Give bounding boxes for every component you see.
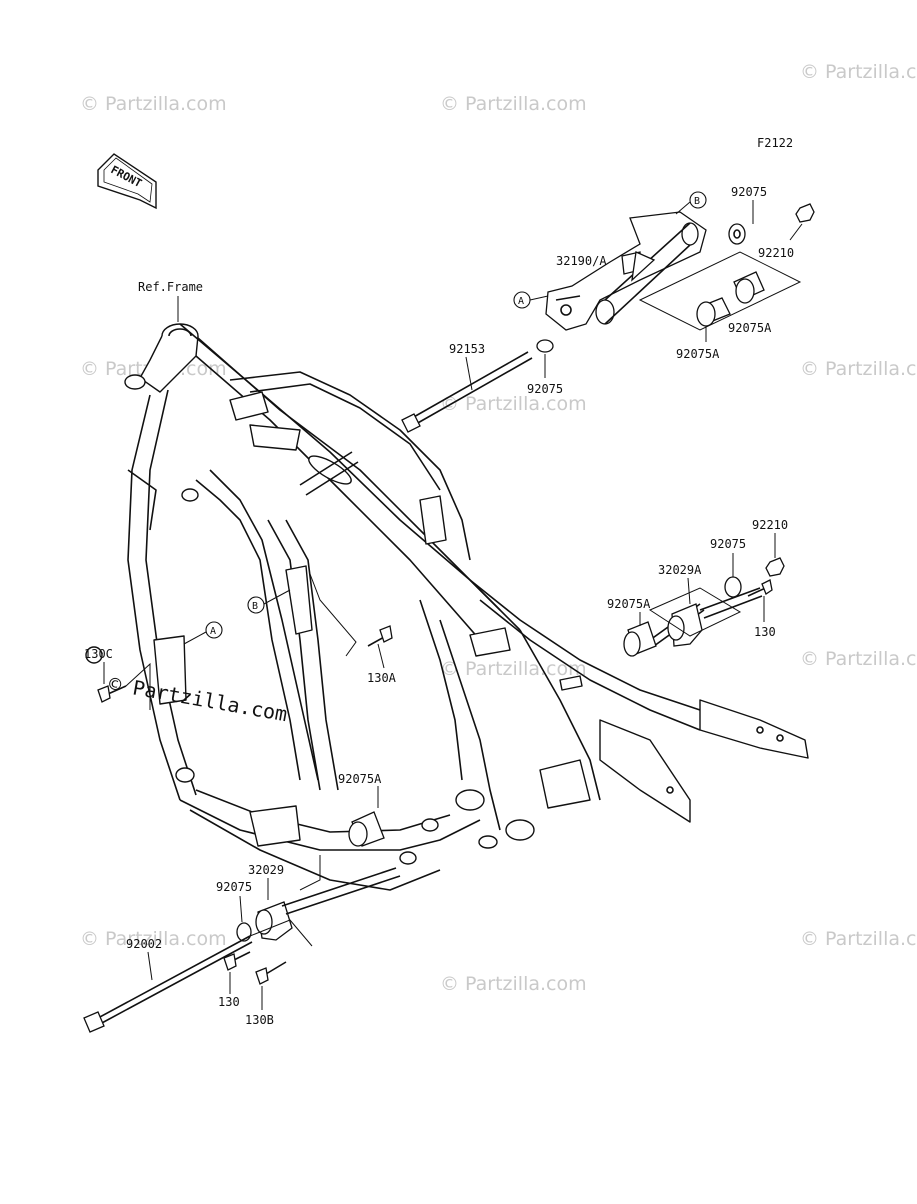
watermark-text: © Partzilla.com (440, 393, 587, 415)
part-label-32029: 32029 (248, 863, 284, 877)
leader (147, 951, 153, 981)
washer-92075-top (728, 223, 746, 245)
watermark-text: © Partzilla.com (80, 93, 227, 115)
leader (239, 895, 243, 923)
watermark-text: © Partzilla.com (800, 61, 917, 83)
part-label-92075-mid: 92075 (527, 382, 563, 396)
leader (125, 662, 151, 710)
rubber-bushing-92075a-top-right (733, 271, 765, 304)
watermark-text: © Partzilla.com (440, 658, 587, 680)
washer-92075-bottom (236, 922, 252, 942)
nut-92210-top (795, 203, 815, 223)
watermarks: © Partzilla.com © Partzilla.com © Partzi… (80, 61, 917, 995)
watermark-text: © Partzilla.com (800, 648, 917, 670)
leader (687, 577, 691, 605)
part-label-32029a: 32029A (658, 563, 702, 577)
leader (465, 356, 473, 391)
leader (309, 573, 357, 657)
bolt-130c (97, 685, 127, 703)
part-label-92075-right: 92075 (710, 537, 746, 551)
mount-guide-box (648, 587, 742, 637)
mount-guide-box (638, 251, 802, 331)
mount-32029 (255, 867, 401, 941)
nut-92210-right (765, 557, 785, 577)
upper-engine-bracket (545, 211, 707, 331)
part-label-92002: 92002 (126, 937, 162, 951)
part-label-92075-bottom: 92075 (216, 880, 252, 894)
svg-text:B: B (252, 601, 258, 612)
rubber-bushing-92075a-bottom (348, 811, 385, 847)
watermark-text: © Partzilla.com (440, 973, 587, 995)
part-label-92075-top: 92075 (731, 185, 767, 199)
leader (789, 223, 803, 241)
part-label-92075a-right: 92075A (607, 597, 651, 611)
leader (299, 855, 321, 891)
part-label-92075a-top-mid: 92075A (676, 347, 720, 361)
svg-text:A: A (518, 296, 524, 307)
svg-text:A: A (210, 626, 216, 637)
part-label-130c: 130C (84, 647, 113, 661)
part-label-92210-right: 92210 (752, 518, 788, 532)
part-label-92153: 92153 (449, 342, 485, 356)
partzilla-logo-text: © Partzilla.com (107, 671, 289, 726)
diagram-code: F2122 (757, 136, 793, 150)
part-labels: 92075 92210 32190/A 92075A 92075A 92153 … (84, 185, 794, 1027)
rubber-bushing-92075a-right (623, 621, 657, 657)
bolt-130-bottom (223, 951, 251, 971)
callout-b-lower: B (247, 589, 291, 614)
callout-a-lower: A (183, 621, 223, 645)
part-label-130a: 130A (367, 671, 397, 685)
callout-b-upper: B (675, 191, 707, 215)
leader (249, 919, 313, 947)
bolt-130-right (747, 579, 773, 597)
part-label-130-right: 130 (754, 625, 776, 639)
bolt-92153 (401, 351, 533, 433)
part-label-92075a-bottom: 92075A (338, 772, 382, 786)
washer-92075-mid (536, 339, 554, 353)
bolt-130b (255, 961, 287, 985)
bolt-130a (367, 625, 393, 647)
front-arrow-icon: FRONT (97, 153, 157, 210)
mount-32029a (649, 587, 763, 647)
leader (377, 643, 385, 669)
callout-a-upper: A (513, 291, 549, 309)
watermark-text: © Partzilla.com (80, 928, 227, 950)
motorcycle-frame (124, 323, 809, 891)
watermark-text: © Partzilla.com (800, 928, 917, 950)
washer-92075-right (724, 576, 742, 598)
bolt-92002 (83, 935, 253, 1033)
rubber-bushing-92075a-top-mid (696, 297, 731, 342)
watermark-text: © Partzilla.com (800, 358, 917, 380)
part-label-92075a-top-right: 92075A (728, 321, 772, 335)
ref-frame-label: Ref.Frame (138, 280, 203, 294)
part-label-130b: 130B (245, 1013, 274, 1027)
part-label-130-bottom: 130 (218, 995, 240, 1009)
part-label-32190a: 32190/A (556, 254, 607, 268)
watermark-text: © Partzilla.com (440, 93, 587, 115)
partzilla-logo: © Partzilla.com (85, 646, 289, 726)
svg-text:B: B (694, 196, 700, 207)
part-label-92210-top: 92210 (758, 246, 794, 260)
